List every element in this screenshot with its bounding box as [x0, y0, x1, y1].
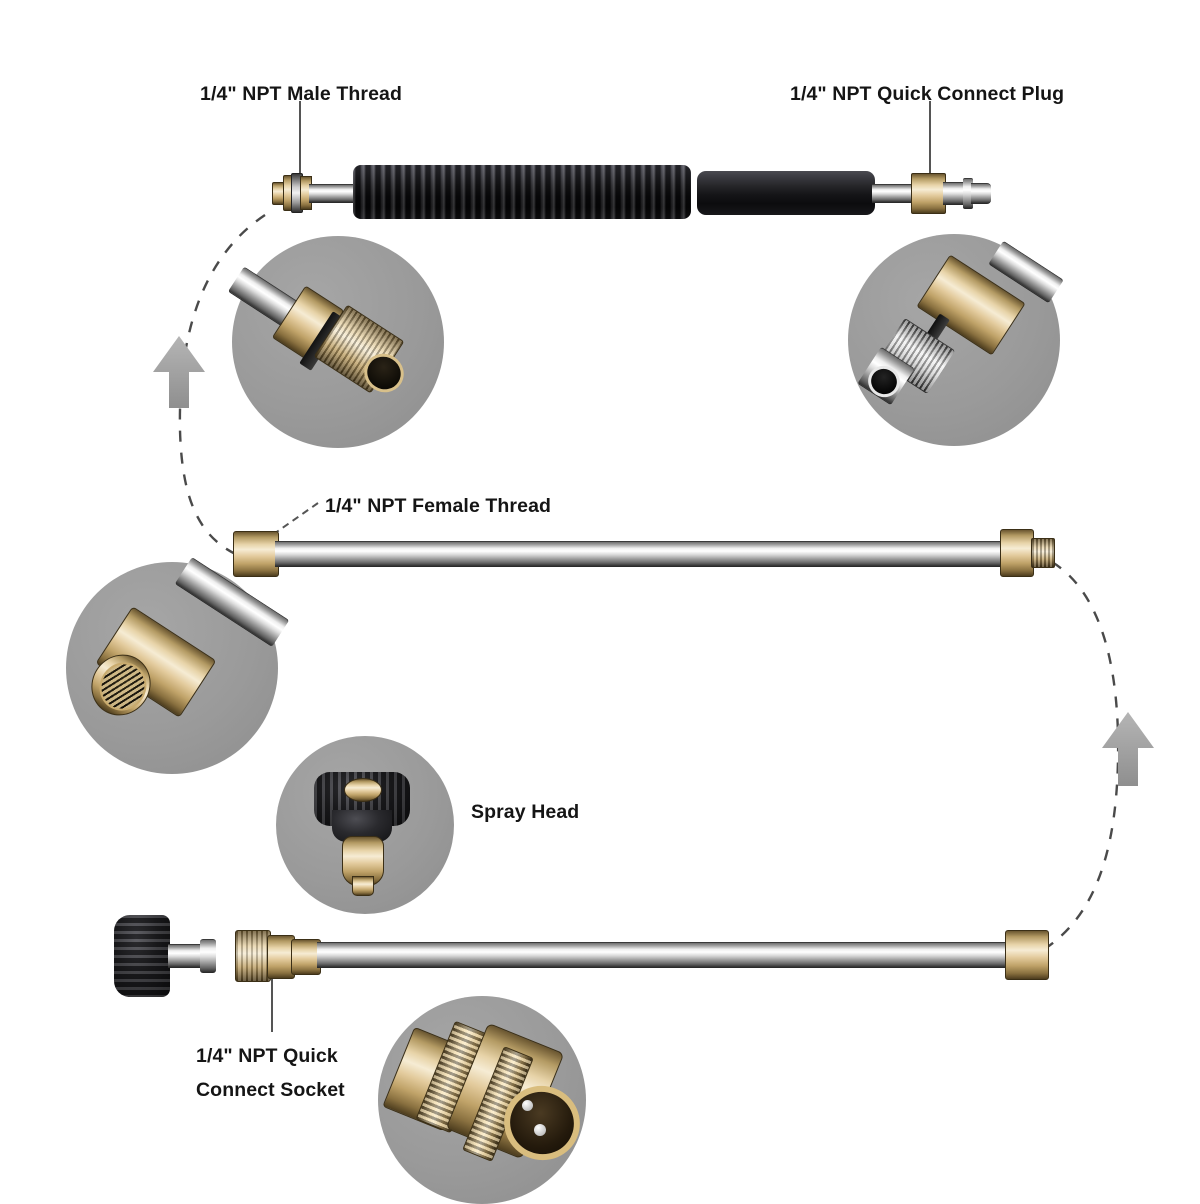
label-spray-head: Spray Head [471, 801, 580, 823]
flow-arrow-left [153, 336, 205, 408]
middle-right-brass-hex [1000, 529, 1034, 577]
bottom-socket-body [267, 935, 295, 979]
top-plug-brass-nut [911, 173, 946, 214]
bottom-chrome-lance [317, 942, 1009, 968]
detail-male-thread [227, 236, 444, 448]
top-chrome-tube-right [872, 184, 914, 203]
middle-right-male-thread [1031, 538, 1055, 568]
middle-female-thread-nut [233, 531, 279, 577]
detail-socket-ball-1 [522, 1100, 533, 1111]
top-plug-shank [943, 182, 965, 205]
detail-spray-head-nozzle-tip [352, 876, 374, 896]
detail-socket [378, 996, 592, 1204]
top-plug-nipple [971, 183, 991, 204]
label-male-thread: 1/4" NPT Male Thread [200, 83, 402, 105]
top-chrome-tube-left [309, 184, 357, 203]
detail-female-thread [66, 556, 290, 774]
detail-spray-head [276, 736, 454, 914]
bottom-right-end-cap [1005, 930, 1049, 980]
label-socket-line1: 1/4" NPT Quick [196, 1045, 338, 1067]
bottom-socket-knurled-ring [235, 930, 271, 982]
detail-spray-head-insert [344, 778, 382, 802]
detail-socket-ball-2 [534, 1124, 546, 1136]
label-socket-line2: Connect Socket [196, 1079, 345, 1101]
bottom-spray-head-knob [114, 915, 170, 997]
label-female-thread: 1/4" NPT Female Thread [325, 495, 552, 517]
middle-chrome-lance [275, 541, 1005, 567]
top-smooth-grip [697, 171, 875, 215]
detail-quick-plug [848, 234, 1064, 446]
label-quick-connect-plug: 1/4" NPT Quick Connect Plug [790, 83, 1065, 105]
top-plug-flange [963, 178, 973, 209]
bottom-plug-flange [200, 939, 216, 973]
top-ribbed-grip [353, 165, 691, 219]
bottom-socket-hex [291, 939, 321, 975]
flow-dash-right [1045, 560, 1120, 949]
bottom-plug-shank [168, 944, 204, 968]
flow-arrow-right [1102, 712, 1154, 786]
